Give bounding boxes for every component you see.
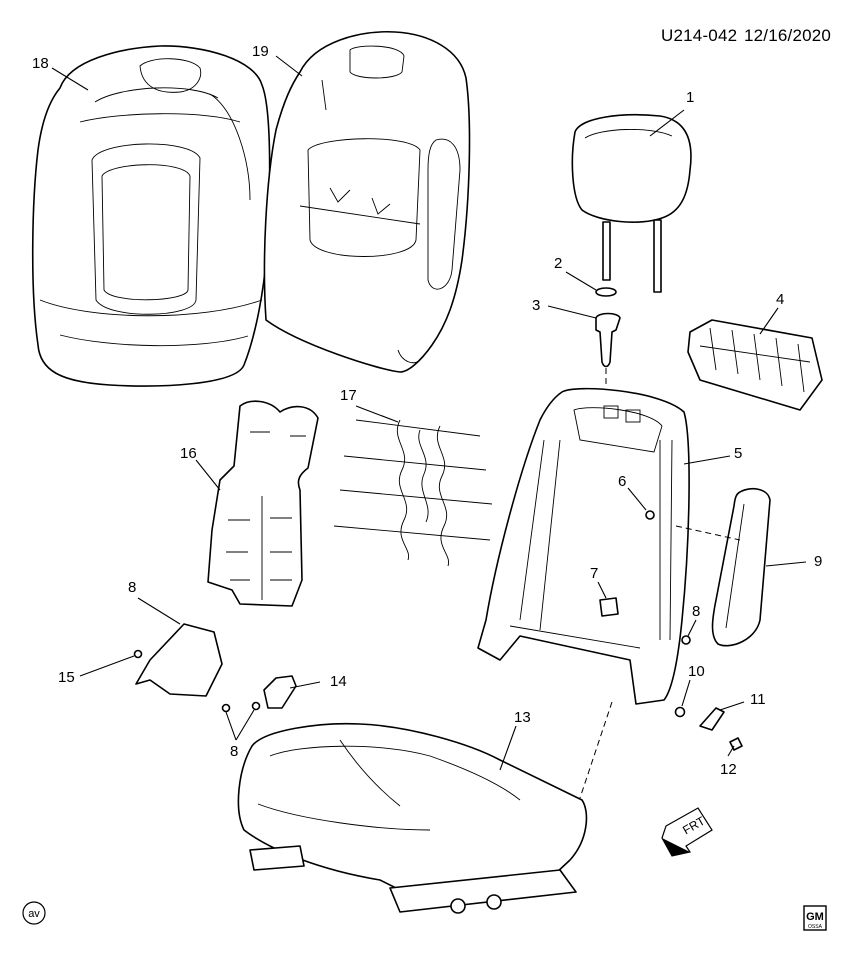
av-badge-text: av	[28, 908, 40, 920]
av-badge: av	[22, 901, 46, 925]
part-2-headrest-guide-cap	[595, 287, 617, 297]
part-11-lever	[699, 707, 725, 731]
callout-12: 12	[720, 761, 737, 778]
callout-5: 5	[734, 445, 742, 462]
part-6-clip	[645, 510, 655, 520]
part-18-seatback-cover	[31, 45, 271, 387]
callout-4: 4	[776, 291, 784, 308]
callout-9: 9	[814, 553, 822, 570]
diagram-date: 12/16/2020	[744, 26, 831, 45]
part-12-screw	[729, 737, 743, 751]
callout-2: 2	[554, 255, 562, 272]
front-arrow-icon: FRT	[661, 807, 713, 857]
part-16-insulator-pad	[207, 400, 319, 607]
callout-18: 18	[32, 55, 49, 72]
part-8-trim-panel	[133, 623, 691, 713]
gm-logo-text: GM	[806, 911, 824, 923]
part-17-spring-assembly	[333, 419, 493, 567]
part-7-sensor-module	[599, 597, 619, 617]
part-14-bracket	[263, 675, 297, 709]
callout-19: 19	[252, 43, 269, 60]
part-9-side-airbag	[675, 487, 771, 647]
callout-7: 7	[590, 565, 598, 582]
callout-8-bolts: 8	[230, 743, 238, 760]
callout-8-frame: 8	[692, 603, 700, 620]
callout-8-trim: 8	[128, 579, 136, 596]
part-10-bolt	[674, 706, 686, 718]
diagram-id: U214-042	[661, 26, 737, 45]
callout-15: 15	[58, 669, 75, 686]
callout-11: 11	[750, 691, 766, 708]
callout-13: 13	[514, 709, 531, 726]
leader-lines	[51, 55, 807, 771]
callout-6: 6	[618, 473, 626, 490]
callout-10: 10	[688, 663, 705, 680]
callout-17: 17	[340, 387, 357, 404]
part-5-seatback-frame	[477, 387, 690, 705]
callout-14: 14	[330, 673, 347, 690]
part-1-headrest	[571, 113, 692, 293]
callout-1: 1	[686, 89, 694, 106]
part-19-seatback-pad	[263, 31, 471, 373]
callout-16: 16	[180, 445, 197, 462]
part-3-headrest-guide	[595, 312, 621, 388]
gm-logo: GM OSSA	[803, 905, 827, 931]
part-4-lumbar-module	[687, 319, 823, 411]
part-13-seat-cushion	[237, 701, 613, 914]
callout-3: 3	[532, 297, 540, 314]
gm-logo-subtext: OSSA	[808, 924, 823, 930]
